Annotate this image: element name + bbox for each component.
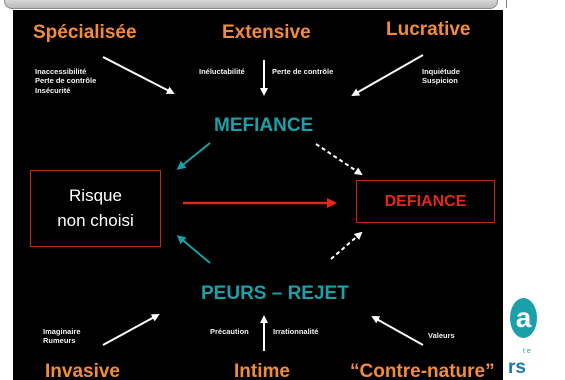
note-line: Rumeurs [43, 336, 76, 346]
label-contre-nature: “Contre-nature” [350, 361, 495, 380]
label-mefiance: MEFIANCE [214, 115, 314, 136]
slide-diagram: Spécialisée Extensive Lucrative Inaccess… [13, 10, 503, 380]
box-risque-non-choisi: Risque non choisi [30, 170, 161, 247]
note-intime-left: Précaution [210, 327, 249, 336]
arrow-invasive-to-peurs [102, 314, 160, 346]
arrow-peurs-to-defiance [330, 231, 363, 260]
arrow-lucrative-to-mefiance [351, 54, 424, 96]
label-invasive: Invasive [45, 361, 120, 380]
note-lucrative: Inquiétude Suspicion [422, 67, 460, 86]
arrow-contre-nature-to-peurs [371, 316, 424, 346]
note-extensive-left: Inéluctabilité [199, 67, 245, 76]
diagram-arrows [102, 54, 424, 351]
arrow-specialisee-to-mefiance [102, 56, 175, 94]
box-defiance: DEFIANCE [356, 180, 495, 223]
label-specialisee: Spécialisée [33, 22, 137, 43]
note-line: Inaccessibilité [35, 67, 87, 76]
label-peurs-rejet: PEURS – REJET [201, 283, 349, 304]
arrow-mefiance-to-risque [176, 142, 211, 170]
note-extensive-right: Perte de contrôle [272, 67, 334, 76]
arrow-peurs-to-risque [176, 235, 211, 264]
note-specialisee: Inaccessibilité Perte de contrôle Insécu… [35, 67, 96, 95]
label-lucrative: Lucrative [386, 19, 471, 40]
arrow-mefiance-to-defiance [315, 143, 363, 176]
logo-big-text: rs [508, 357, 526, 378]
label-extensive: Extensive [222, 22, 311, 43]
logo-mark: a [510, 298, 537, 338]
note-line: Inquiétude [422, 67, 460, 76]
window-top-bar [4, 0, 498, 9]
note-invasive: Imaginaire Rumeurs [43, 327, 81, 346]
label-intime: Intime [234, 361, 290, 380]
note-line: Suspicion [422, 76, 458, 86]
note-intime-right: Irrationnalité [273, 327, 319, 336]
note-line: Imaginaire [43, 327, 81, 336]
note-contre-nature: Valeurs [428, 331, 455, 340]
note-line: Perte de contrôle [35, 76, 97, 86]
note-line: Insécurité [35, 85, 71, 95]
logo-small-text: t e [523, 348, 531, 355]
window-top-bar-edge [506, 0, 565, 8]
